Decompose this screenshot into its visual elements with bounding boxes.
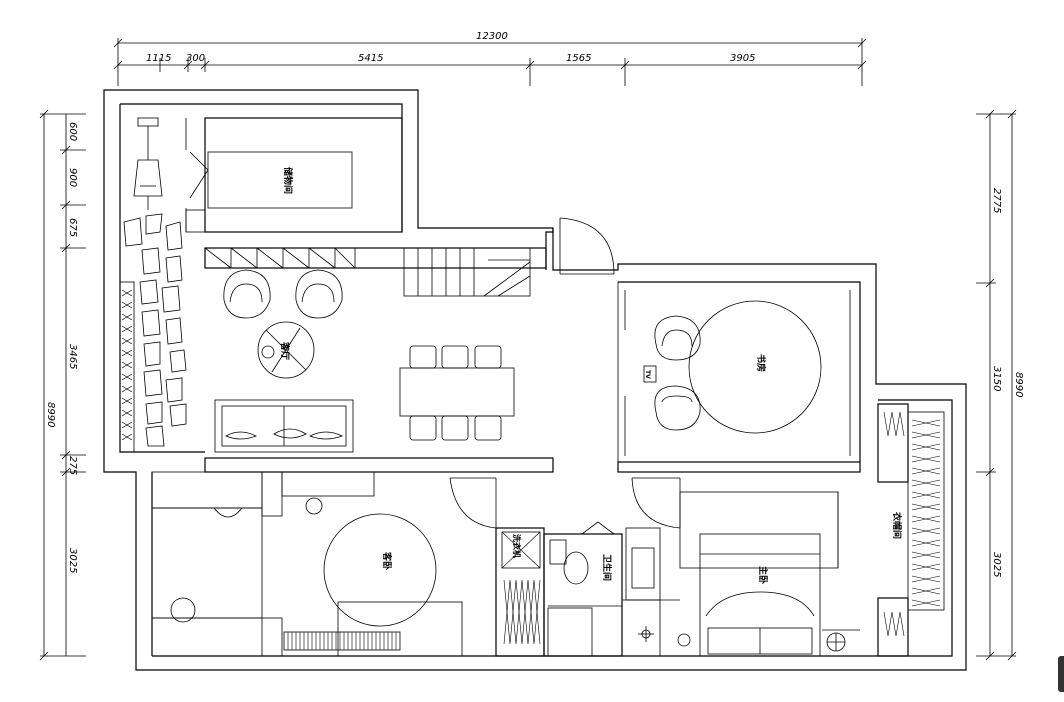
dim-left-seg-5: 275 [67,456,78,475]
storage-rack-icon [133,117,163,210]
dim-right-seg-2: 3150 [991,366,1002,391]
room-label-living: 客厅 [279,341,291,360]
left-dimension-lines [39,109,86,661]
dim-right-total: 8990 [1013,372,1024,397]
room-label-master-bedroom: 主卧 [757,566,769,584]
top-dimension-lines [113,38,867,86]
dim-left-seg-4: 3465 [67,344,78,369]
dim-top-seg-3: 5415 [358,53,383,64]
room-label-guest-bedroom: 客卧 [381,551,393,570]
dim-top-seg-4: 1565 [566,53,591,64]
door-bath [631,477,681,529]
room-label-study: 书房 [755,354,767,372]
dim-top-seg-1: 1115 [146,53,171,64]
tv-label: TV [644,370,651,379]
dim-left-total: 8990 [45,402,56,427]
door-study [559,217,615,275]
dim-left-seg-2: 900 [67,168,78,187]
dim-right-seg-3: 3025 [991,552,1002,577]
dim-left-seg-3: 675 [67,218,78,237]
study-room [617,282,861,473]
right-dimension-lines [976,109,1017,661]
corner-tab [1058,656,1064,692]
closet [877,403,945,657]
room-label-storage: 储物间 [282,167,294,194]
room-label-bathroom: 卫生间 [601,554,613,581]
master-bedroom [677,491,860,657]
guest-bedroom [151,471,463,657]
dim-top-seg-5: 3905 [730,53,755,64]
bathroom [543,521,680,657]
planter-strip [119,281,135,453]
dim-left-seg-6: 3025 [67,548,78,573]
door-guest [449,477,497,529]
room-label-laundry: 洗衣机 [512,534,522,558]
storage-room [185,117,403,233]
dim-top-total: 12300 [476,31,508,42]
room-label-closet: 衣帽间 [891,512,903,539]
decorative-stones [123,213,187,447]
dim-top-seg-2: 300 [186,53,205,64]
outer-walls [103,89,967,671]
living-room [204,247,554,473]
dim-left-seg-1: 600 [67,122,78,141]
dim-right-seg-1: 2775 [991,188,1002,213]
